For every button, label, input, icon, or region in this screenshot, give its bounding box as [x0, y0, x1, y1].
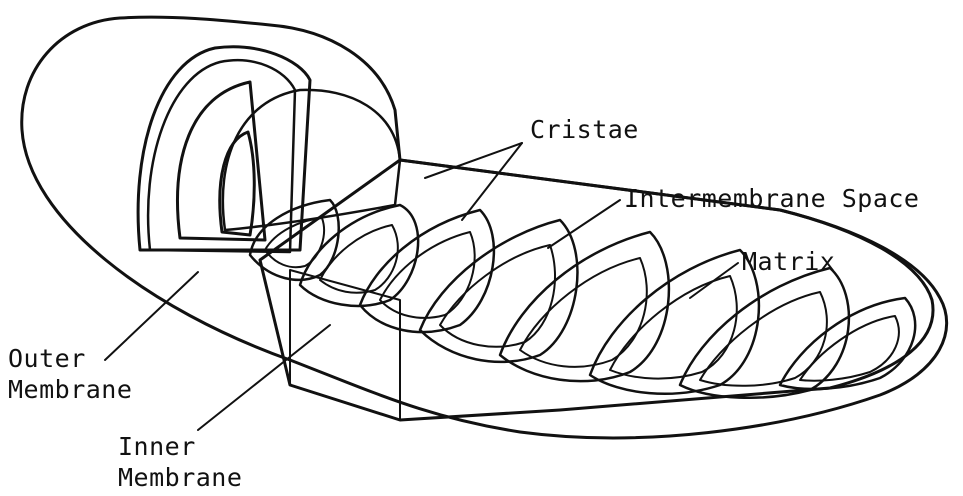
leader-line-intermembrane — [548, 200, 620, 248]
label-cristae: Cristae — [530, 115, 639, 144]
outer-membrane-shape — [22, 17, 947, 438]
label-outer-membrane-line1: Outer — [8, 344, 86, 373]
label-intermembrane-space: Intermembrane Space — [624, 184, 919, 213]
labels: Cristae Intermembrane Space Matrix Outer… — [8, 115, 919, 492]
label-matrix: Matrix — [742, 247, 835, 276]
label-inner-membrane-line1: Inner — [118, 432, 196, 461]
label-outer-membrane-line2: Membrane — [8, 375, 132, 404]
leader-line-outer-membrane — [105, 272, 198, 360]
label-inner-membrane-line2: Membrane — [118, 463, 242, 492]
cut-end-disk — [138, 47, 400, 252]
cristae-folds — [250, 200, 915, 398]
leader-line-inner-membrane — [198, 325, 330, 430]
